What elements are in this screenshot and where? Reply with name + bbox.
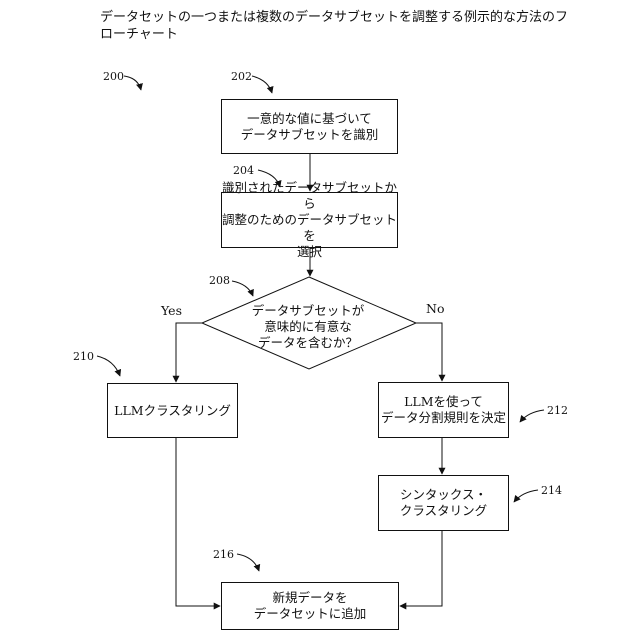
ref-leader-214 [514, 490, 538, 502]
decision-line-1: データサブセットが [232, 303, 384, 319]
ref-212: 212 [547, 404, 568, 417]
ref-leader-212 [520, 410, 544, 422]
add-data-box: 新規データを データセットに追加 [221, 582, 399, 630]
identify-subsets-box: 一意的な値に基づいて データサブセットを識別 [221, 99, 398, 154]
select-line-2: 調整のためのデータサブセットを [222, 212, 397, 244]
arrow-clustering-to-add [176, 438, 220, 606]
add-line-1: 新規データを [254, 590, 367, 606]
ref-204: 204 [233, 164, 254, 177]
select-line-3: 選択 [222, 244, 397, 260]
no-label: No [426, 302, 444, 316]
select-subset-box: 識別されたデータサブセットから 調整のためのデータサブセットを 選択 [221, 192, 398, 248]
llm-clustering-box: LLMクラスタリング [107, 383, 238, 438]
yes-label: Yes [161, 304, 182, 318]
syntax-line-2: クラスタリング [400, 503, 487, 519]
llm-clustering-label: LLMクラスタリング [114, 403, 231, 419]
add-line-2: データセットに追加 [254, 606, 367, 622]
arrow-no-branch [416, 323, 442, 381]
syntax-clustering-box: シンタックス・ クラスタリング [378, 475, 509, 531]
select-line-1: 識別されたデータサブセットから [222, 180, 397, 212]
ref-leader-210 [97, 356, 120, 376]
syntax-line-1: シンタックス・ [400, 487, 487, 503]
ref-200: 200 [103, 70, 124, 83]
ref-leader-208 [232, 281, 253, 296]
ref-208: 208 [209, 274, 230, 287]
ref-leader-216 [237, 554, 259, 571]
arrow-yes-branch [176, 323, 202, 382]
identify-line-2: データサブセットを識別 [241, 127, 379, 143]
ref-210: 210 [73, 350, 94, 363]
llm-rules-line-2: データ分割規則を決定 [381, 410, 506, 426]
ref-216: 216 [213, 548, 234, 561]
ref-leader-200 [124, 76, 141, 90]
decision-line-3: データを含むか？ [232, 335, 384, 351]
identify-line-1: 一意的な値に基づいて [241, 111, 379, 127]
llm-rules-box: LLMを使って データ分割規則を決定 [378, 382, 509, 438]
decision-line-2: 意味的に有意な [232, 319, 384, 335]
arrow-syntax-to-add [400, 531, 442, 606]
ref-202: 202 [231, 70, 252, 83]
decision-text: データサブセットが 意味的に有意な データを含むか？ [232, 303, 384, 351]
llm-rules-line-1: LLMを使って [381, 394, 506, 410]
ref-214: 214 [541, 484, 562, 497]
ref-leader-202 [252, 76, 272, 93]
